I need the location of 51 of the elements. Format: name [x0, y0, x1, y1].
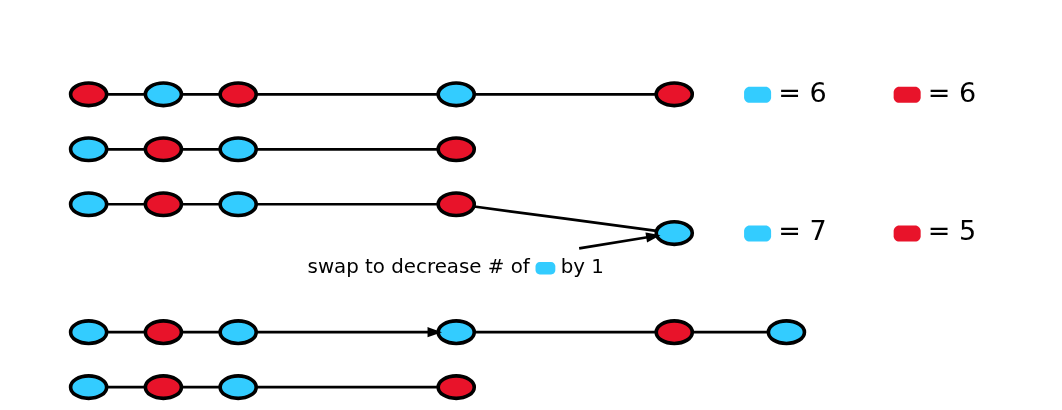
node-circle — [436, 81, 477, 108]
connector — [256, 147, 438, 151]
connector — [474, 330, 656, 334]
node-circle — [143, 191, 184, 218]
connector — [692, 330, 769, 334]
legend-label: = 6 — [778, 76, 827, 108]
node-circle — [68, 319, 109, 346]
legend-label: = 7 — [778, 215, 827, 247]
node-circle — [218, 81, 258, 108]
legend-label: = 6 — [927, 76, 977, 108]
node-circle — [654, 81, 695, 108]
node-circle — [766, 319, 807, 346]
node-circle — [436, 319, 477, 346]
connector — [106, 330, 146, 334]
connector — [181, 147, 221, 151]
connector — [106, 202, 146, 206]
connector — [256, 92, 438, 96]
node-circle — [143, 374, 184, 401]
connector — [106, 147, 146, 151]
connector — [106, 385, 146, 389]
node-circle — [218, 374, 258, 401]
node-circle — [143, 319, 184, 346]
node-circle — [143, 136, 184, 163]
connector — [181, 330, 221, 334]
node-circle — [654, 319, 695, 346]
connector — [474, 92, 656, 96]
node-label: by 1 — [560, 255, 604, 279]
node-circle — [436, 191, 477, 218]
connector — [256, 202, 438, 206]
node-box — [535, 261, 556, 275]
node-circle — [436, 136, 477, 163]
arrow — [256, 327, 442, 338]
node-circle — [143, 81, 184, 108]
node-circle — [436, 374, 477, 401]
node-circle — [218, 319, 258, 346]
connector — [181, 385, 221, 389]
node-circle — [68, 374, 109, 401]
legend-label: = 5 — [927, 215, 977, 247]
node-circle — [68, 191, 109, 218]
node-circle — [68, 136, 109, 163]
node-circle — [218, 191, 258, 218]
connector — [473, 205, 657, 233]
connector — [256, 385, 438, 389]
arrow — [578, 232, 661, 250]
connector — [181, 92, 221, 96]
node-circle — [654, 220, 695, 247]
node-circle — [218, 136, 258, 163]
connector — [106, 92, 146, 96]
node-circle — [68, 81, 109, 108]
node-label: swap to decrease # of — [307, 255, 530, 279]
connector — [181, 202, 221, 206]
